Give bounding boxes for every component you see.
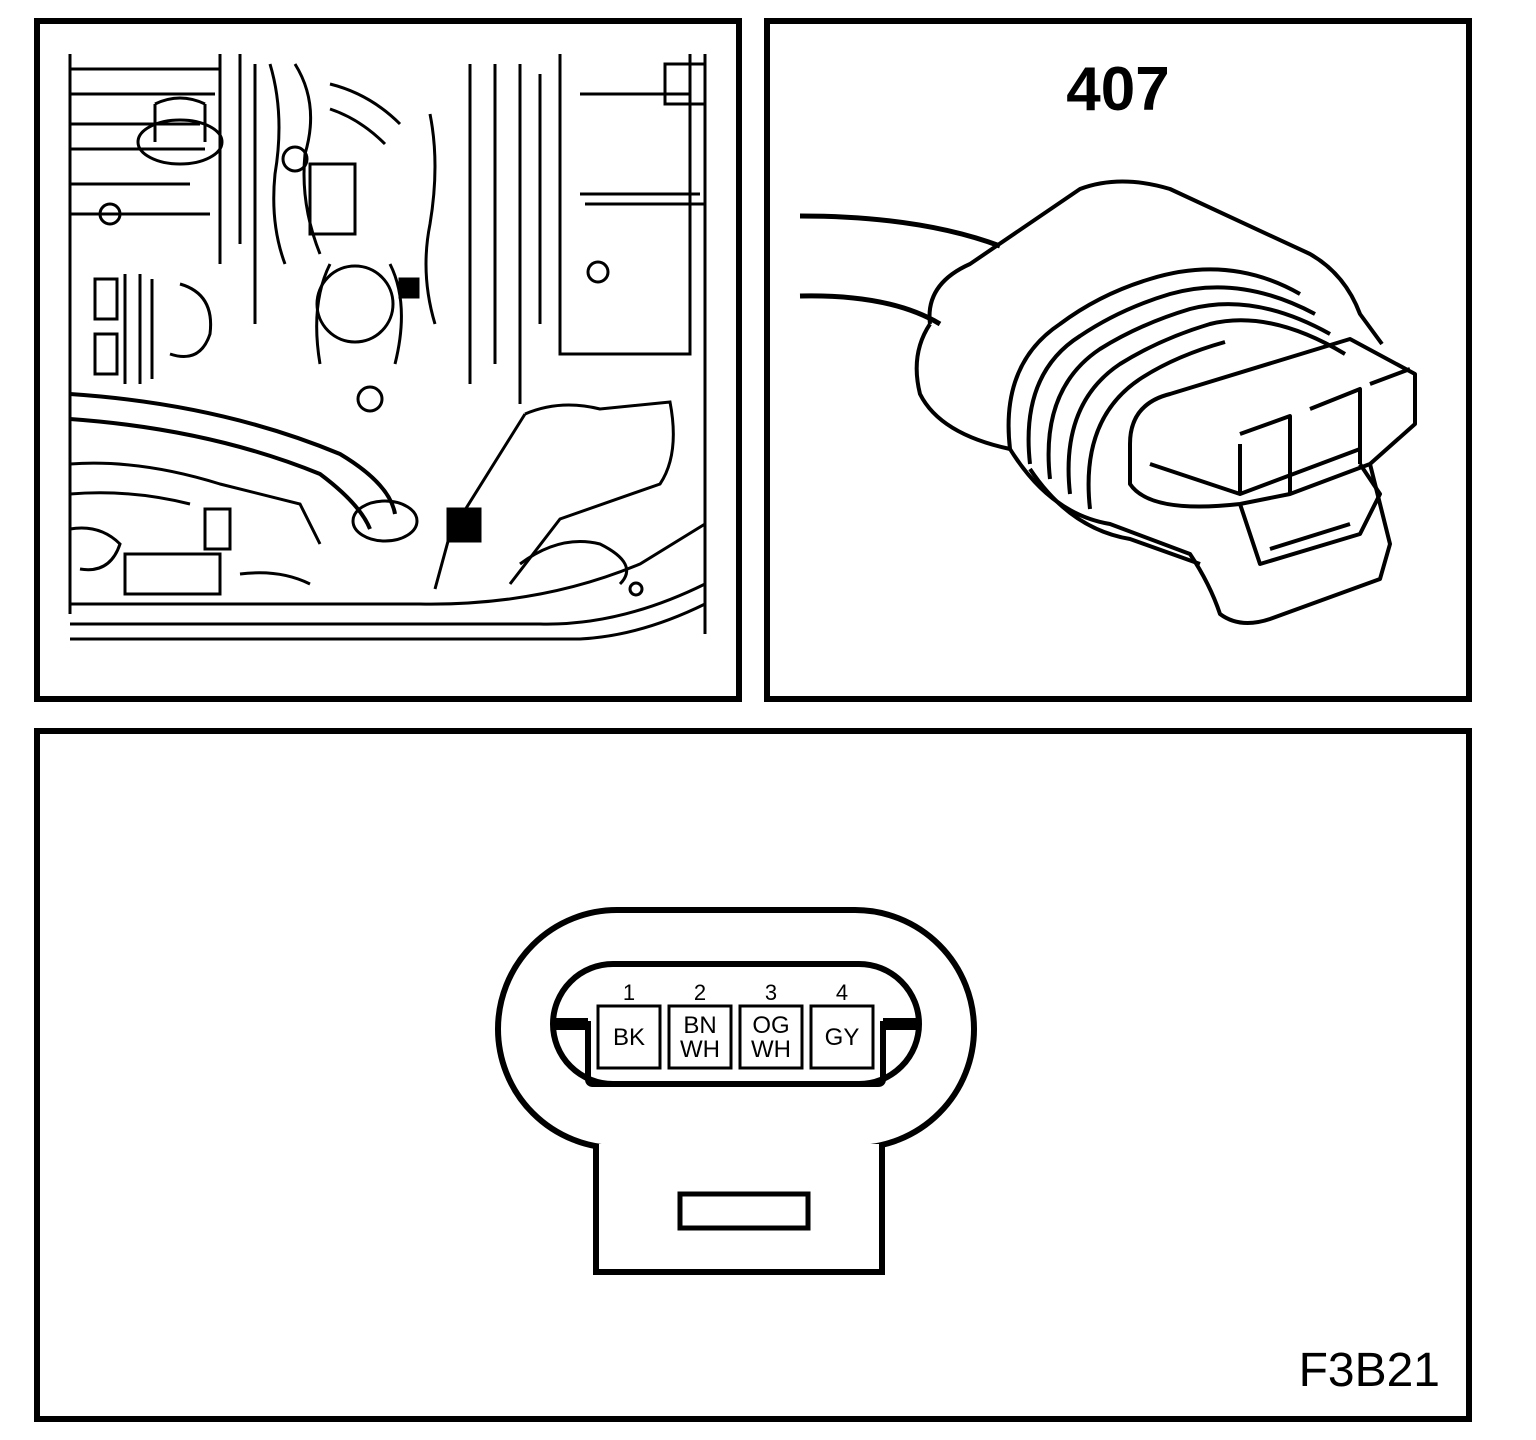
pin-wire-color: WH [751, 1036, 791, 1063]
pin-wire-color: GY [825, 1024, 860, 1051]
pin-box [596, 1004, 662, 1070]
pin-box [667, 1004, 733, 1070]
connector-view-panel: 407 [764, 18, 1472, 702]
pin-wire-color: WH [680, 1036, 720, 1063]
connector-number: 407 [1066, 55, 1170, 124]
pin-4: 4GY [809, 980, 875, 1070]
pin-number: 2 [694, 980, 706, 1005]
pin-wire-color: BK [613, 1024, 645, 1051]
pin-wire-color: OG [752, 1012, 789, 1039]
engine-bay-panel [34, 18, 742, 702]
latch-slot [677, 1191, 811, 1231]
connector-drawing [799, 179, 1417, 625]
pin-number: 1 [623, 980, 635, 1005]
pin-wire-color: BN [683, 1012, 716, 1039]
pin-number: 3 [765, 980, 777, 1005]
pin-box [809, 1004, 875, 1070]
pin-box [738, 1004, 804, 1070]
engine-bay-drawing [68, 54, 707, 641]
pin-1: 1BK [596, 980, 662, 1070]
pin-number: 4 [836, 980, 848, 1005]
figure-code: F3B21 [1298, 1344, 1440, 1397]
